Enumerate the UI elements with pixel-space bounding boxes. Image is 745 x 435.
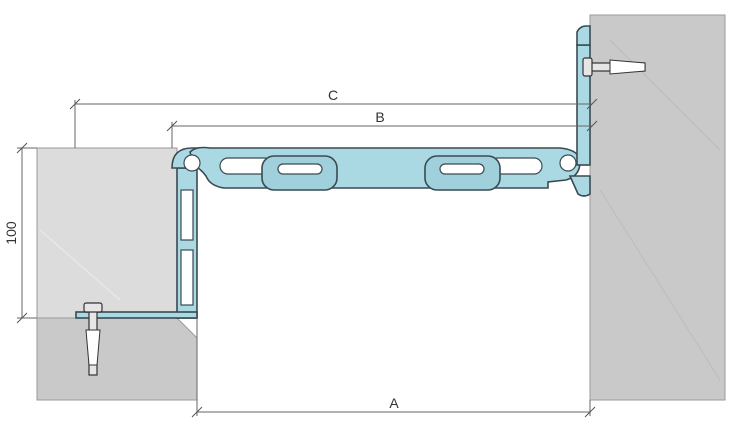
dimension-a: A (191, 318, 596, 418)
anchor-bolt-right-icon (582, 57, 646, 77)
dimension-b: B (166, 109, 598, 148)
left-frame-profile (75, 147, 206, 319)
dimension-height-label: 100 (3, 221, 19, 245)
left-upper-concrete-slab (36, 147, 178, 319)
cover-plate-profile (183, 146, 581, 191)
right-concrete-wall (589, 14, 726, 401)
dimension-c-label: C (328, 87, 338, 103)
anchor-bolt-left-icon (83, 302, 103, 376)
dimension-height: 100 (3, 142, 37, 324)
dimension-c: C (69, 87, 598, 148)
left-lower-concrete-slab (36, 317, 198, 401)
dimension-a-label: A (389, 395, 399, 411)
dimension-b-label: B (375, 109, 384, 125)
